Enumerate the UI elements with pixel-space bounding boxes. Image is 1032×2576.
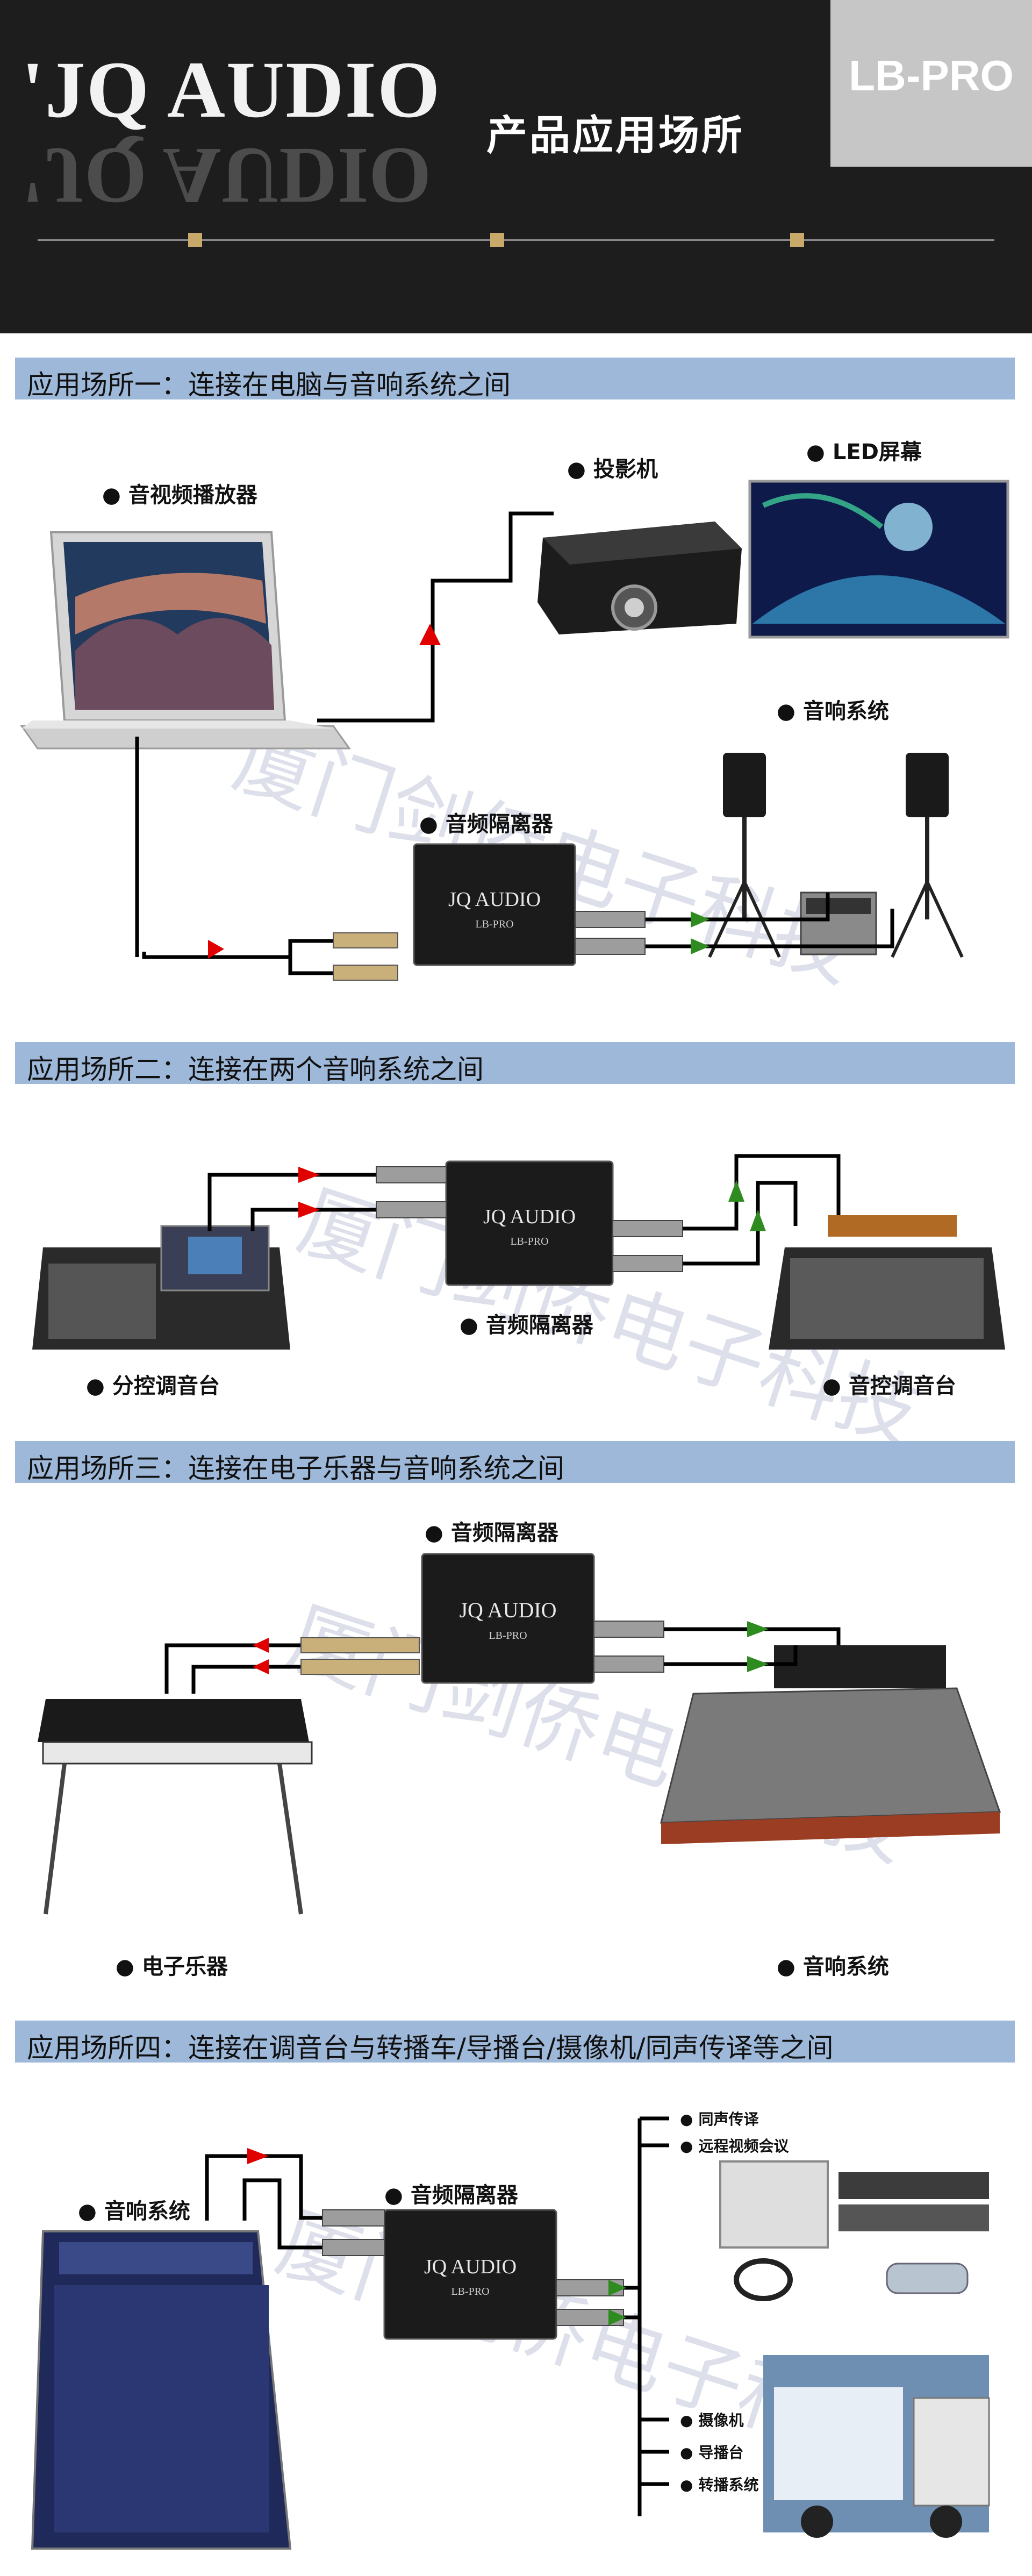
label-player: 音视频播放器	[102, 477, 257, 509]
divider-dot	[188, 233, 202, 247]
section-2-bar	[15, 1042, 1015, 1084]
signal-arrow	[298, 1167, 320, 1183]
keyboard-icon	[38, 1699, 313, 1915]
label-isolator: 音频隔离器	[384, 2178, 518, 2209]
label-projector: 投影机	[567, 452, 658, 483]
brand-logo-reflection: 'JQ AUDIO	[22, 131, 432, 220]
audio-isolator-device: JQ AUDIO LB-PRO	[413, 843, 576, 966]
section-1-title: 应用场所一：连接在电脑与音响系统之间	[27, 369, 511, 401]
output-item: 摄像机	[680, 2409, 743, 2430]
model-badge-text: LB-PRO	[849, 52, 1014, 99]
signal-arrow	[608, 2309, 626, 2325]
diagram-1: JQ AUDIO LB-PRO	[20, 480, 1009, 981]
label-speakers: 音响系统	[777, 1949, 889, 1980]
diagram-2: JQ AUDIO LB-PRO	[32, 1154, 1005, 1350]
header-divider	[38, 239, 994, 241]
diagram-4: JQ AUDIO LB-PRO	[31, 2116, 990, 2550]
mixer-console-icon	[660, 1645, 1001, 1844]
svg-text:JQ AUDIO: JQ AUDIO	[483, 1205, 576, 1228]
signal-arrow	[747, 1621, 769, 1637]
label-isolator: 音频隔离器	[425, 1515, 558, 1546]
section-1-bar	[15, 358, 1015, 399]
svg-text:JQ AUDIO: JQ AUDIO	[459, 1598, 556, 1622]
led-screen-icon	[748, 480, 1009, 639]
label-instrument: 电子乐器	[116, 1949, 228, 1980]
divider-dot	[490, 233, 504, 247]
audio-isolator-device: JQ AUDIO LB-PRO	[445, 1160, 614, 1286]
divider-dot	[790, 233, 804, 247]
page-title: 产品应用场所	[486, 111, 744, 159]
svg-text:LB-PRO: LB-PRO	[475, 918, 513, 930]
signal-arrow	[247, 2148, 269, 2164]
output-item: 导播台	[680, 2441, 743, 2463]
speaker-right-icon	[891, 753, 964, 958]
label-isolator: 音频隔离器	[419, 807, 553, 838]
svg-text:LB-PRO: LB-PRO	[489, 1630, 527, 1642]
section-4-title: 应用场所四：连接在调音台与转播车/导播台/摄像机/同声传译等之间	[27, 2032, 834, 2064]
audio-isolator-device: JQ AUDIO LB-PRO	[383, 2209, 557, 2340]
broadcast-truck-icon	[763, 2355, 990, 2538]
label-speakers: 音响系统	[78, 2194, 190, 2225]
diagram-3: JQ AUDIO LB-PRO	[38, 1553, 1001, 1915]
signal-arrow	[298, 1202, 320, 1218]
svg-text:LB-PRO: LB-PRO	[451, 2286, 489, 2297]
label-speakers: 音响系统	[777, 694, 889, 725]
laptop-icon	[20, 531, 351, 750]
signal-arrow	[691, 911, 710, 927]
section-3-bar	[15, 1441, 1015, 1483]
main-console-icon	[769, 1215, 1005, 1350]
section-4-bar	[15, 2021, 1015, 2063]
section-2-title: 应用场所二：连接在两个音响系统之间	[27, 1054, 484, 1085]
mixer-console-icon	[31, 2230, 292, 2550]
output-item: 转播系统	[680, 2473, 758, 2495]
brand-logo: 'JQ AUDIO	[22, 45, 441, 134]
output-item: 同声传译	[680, 2108, 758, 2129]
signal-arrow	[253, 1638, 269, 1653]
label-sub-console: 分控调音台	[86, 1368, 220, 1400]
signal-arrow	[208, 940, 224, 959]
signal-arrow	[728, 1180, 744, 1202]
label-main-console: 音控调音台	[822, 1368, 956, 1400]
output-item: 远程视频会议	[680, 2135, 789, 2156]
speaker-left-icon	[708, 753, 781, 958]
conference-equipment-icon	[719, 2160, 989, 2301]
audio-isolator-device: JQ AUDIO LB-PRO	[421, 1553, 595, 1684]
svg-text:JQ AUDIO: JQ AUDIO	[424, 2256, 517, 2278]
label-isolator: 音频隔离器	[460, 1308, 593, 1339]
signal-arrow	[747, 1656, 769, 1672]
signal-arrow	[608, 2280, 626, 2296]
signal-arrow	[419, 624, 441, 645]
signal-arrow	[691, 938, 710, 954]
projector-icon	[538, 522, 742, 634]
signal-arrow	[750, 1210, 766, 1231]
model-badge	[830, 0, 1032, 167]
svg-text:LB-PRO: LB-PRO	[510, 1236, 548, 1247]
svg-text:JQ AUDIO: JQ AUDIO	[448, 888, 541, 911]
mixer-icon	[800, 891, 877, 955]
sub-console-icon	[32, 1225, 290, 1350]
signal-arrow	[253, 1659, 269, 1674]
section-3-title: 应用场所三：连接在电子乐器与音响系统之间	[27, 1453, 564, 1484]
label-led: LED屏幕	[806, 434, 922, 466]
